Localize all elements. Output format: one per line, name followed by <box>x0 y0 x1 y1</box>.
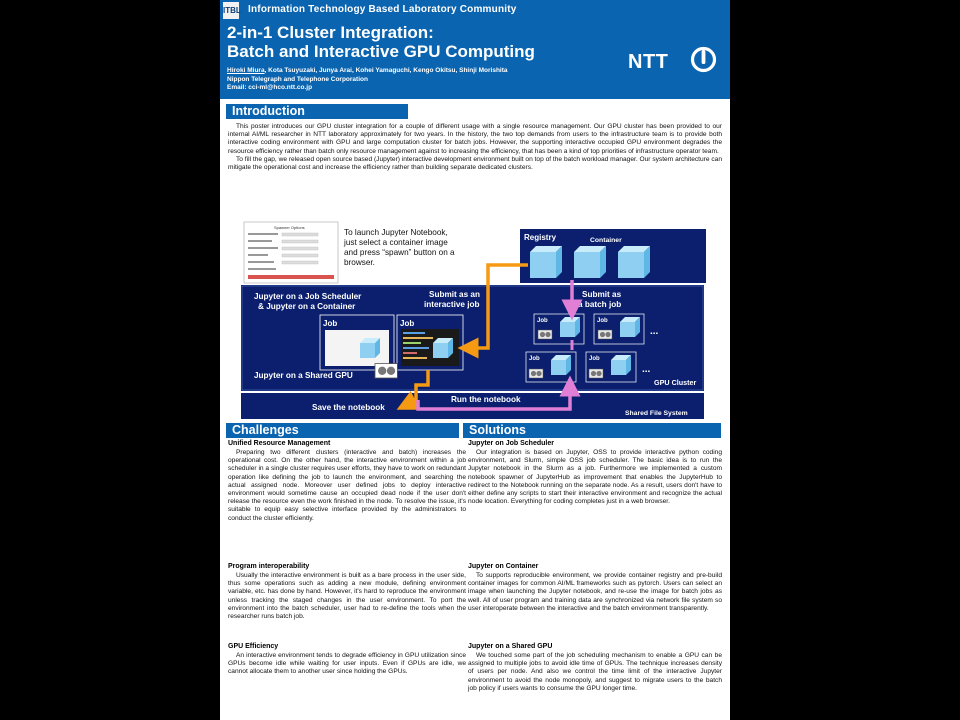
challenge-1-body: Preparing two different clusters (intera… <box>228 449 466 522</box>
presenting-author: Hiroki Miura <box>227 67 265 74</box>
batch-node-2-gpu-icon <box>597 329 613 340</box>
architecture-diagram: Registry Container Jupyter on a Job Sche… <box>241 221 706 419</box>
poster: ITBL Information Technology Based Labora… <box>220 0 730 720</box>
shared-fs-label: Shared File System <box>625 410 688 417</box>
title-line-1: 2-in-1 Cluster Integration: <box>227 23 434 42</box>
launch-instructions: To launch Jupyter Notebook, just select … <box>344 228 455 267</box>
shared-gpu-icon <box>374 363 398 379</box>
poster-header: 2-in-1 Cluster Integration: Batch and In… <box>220 22 730 99</box>
challenge-1-title: Unified Resource Management <box>228 440 331 447</box>
challenges-heading: Challenges <box>226 423 459 438</box>
batch-node-3-gpu-icon <box>528 368 544 379</box>
spawner-options-screenshot <box>243 221 339 284</box>
contact-email: Email: cci-ml@hco.ntt.co.jp <box>227 84 313 91</box>
job-1-container-icon <box>360 338 380 358</box>
solution-1-body: Our integration is based on Jupyter, OSS… <box>468 449 722 506</box>
scheduler-label-2: & Jupyter on a Container <box>258 302 356 311</box>
job-box-1 <box>319 314 395 371</box>
submit-batch-1: Submit as <box>582 290 622 299</box>
batch-node-3-label: Job <box>529 356 540 362</box>
registry-label: Registry <box>524 233 557 242</box>
spawn-button[interactable] <box>248 275 334 279</box>
introduction-text: This poster introduces our GPU cluster i… <box>228 123 722 172</box>
intro-paragraph-2: To fill the gap, we released open source… <box>228 155 722 172</box>
solution-3-title: Jupyter on a Shared GPU <box>468 643 553 650</box>
submit-batch-2: a batch job <box>578 300 621 309</box>
challenge-2-title: Program interoperability <box>228 563 310 570</box>
challenge-1-text: Preparing two different clusters (intera… <box>228 449 466 523</box>
ntt-wordmark: NTT <box>628 51 669 73</box>
batch-node-2 <box>593 313 645 345</box>
poster-title: 2-in-1 Cluster Integration: Batch and In… <box>227 23 535 61</box>
spawner-title: Spawner Options <box>274 225 305 230</box>
batch-node-1 <box>533 313 585 345</box>
introduction-heading: Introduction <box>226 104 408 119</box>
batch-node-3 <box>525 351 577 383</box>
title-line-2: Batch and Interactive GPU Computing <box>227 42 535 61</box>
community-name: Information Technology Based Laboratory … <box>248 4 517 15</box>
batch-node-4 <box>585 351 637 383</box>
solution-2-title: Jupyter on Container <box>468 563 539 570</box>
more-nodes-ellipsis-1: ... <box>650 326 659 337</box>
save-notebook-label: Save the notebook <box>312 403 385 412</box>
solution-1-text: Our integration is based on Jupyter, OSS… <box>468 449 722 506</box>
submit-interactive-2: interactive job <box>424 300 480 309</box>
submit-interactive-1: Submit as an <box>429 290 480 299</box>
challenge-2-text: Usually the interactive environment is b… <box>228 572 466 621</box>
save-flow-arrow <box>396 370 430 410</box>
author-block: Hiroki Miura, Kota Tsuyuzaki, Junya Arai… <box>227 67 508 93</box>
job-box-2-label: Job <box>400 319 414 328</box>
challenge-2-body: Usually the interactive environment is b… <box>228 572 466 621</box>
batch-node-1-gpu-icon <box>537 329 553 340</box>
shared-file-system-panel <box>241 393 704 419</box>
intro-paragraph-1: This poster introduces our GPU cluster i… <box>228 123 722 155</box>
more-nodes-ellipsis-2: ... <box>642 364 651 375</box>
itbl-logo: ITBL <box>223 2 241 19</box>
shared-gpu-label: Jupyter on a Shared GPU <box>254 371 353 380</box>
batch-node-4-container-icon <box>611 355 631 375</box>
job-2-container-icon <box>433 338 453 358</box>
interactive-flow-arrow <box>457 263 528 359</box>
solution-2-text: To supports reproducible environment, we… <box>468 572 722 613</box>
challenge-3-body: An interactive environment tends to degr… <box>228 652 466 676</box>
solutions-heading: Solutions <box>463 423 721 438</box>
batch-node-3-container-icon <box>551 355 571 375</box>
affiliation: Nippon Telegraph and Telephone Corporati… <box>227 75 368 83</box>
solution-2-body: To supports reproducible environment, we… <box>468 572 722 612</box>
community-bar: ITBL Information Technology Based Labora… <box>220 0 730 22</box>
scheduler-label-1: Jupyter on a Job Scheduler <box>254 292 362 301</box>
registry-image-2-icon <box>574 246 606 278</box>
batch-node-4-gpu-icon <box>588 368 604 379</box>
author-list: Hiroki Miura, Kota Tsuyuzaki, Junya Arai… <box>227 67 508 76</box>
ntt-logo: NTT <box>628 45 721 79</box>
gpu-cluster-label: GPU Cluster <box>654 378 697 387</box>
registry-image-3-icon <box>618 246 650 278</box>
run-flow-arrow <box>416 375 581 411</box>
solution-1-title: Jupyter on Job Scheduler <box>468 440 554 447</box>
batch-node-2-label: Job <box>597 318 608 324</box>
job-box-1-label: Job <box>323 319 337 328</box>
solution-3-body: We touched some part of the job scheduli… <box>468 652 722 692</box>
registry-image-1-icon <box>530 246 562 278</box>
ntt-mark-icon <box>690 46 717 73</box>
challenge-3-text: An interactive environment tends to degr… <box>228 652 466 677</box>
co-authors: , Kota Tsuyuzaki, Junya Arai, Kohei Yama… <box>264 67 508 74</box>
solution-3-text: We touched some part of the job scheduli… <box>468 652 722 693</box>
container-label: Container <box>590 237 622 244</box>
batch-node-1-container-icon <box>560 317 580 337</box>
batch-node-1-label: Job <box>537 318 548 324</box>
batch-node-2-container-icon <box>620 317 640 337</box>
challenge-3-title: GPU Efficiency <box>228 643 279 650</box>
run-notebook-label: Run the notebook <box>451 395 521 404</box>
batch-node-4-label: Job <box>589 356 600 362</box>
